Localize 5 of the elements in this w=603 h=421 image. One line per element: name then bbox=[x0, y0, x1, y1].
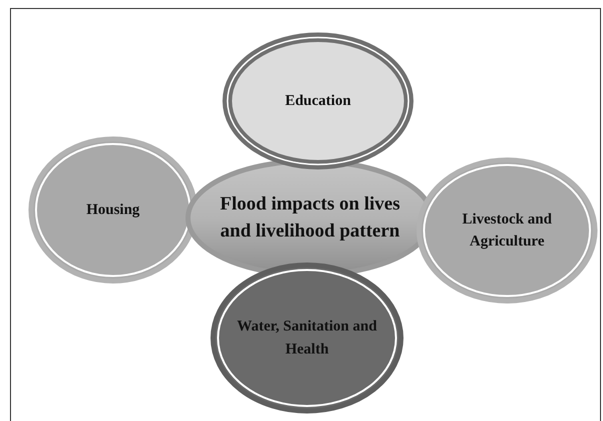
topic-label: Livestock and Agriculture bbox=[461, 210, 553, 252]
topic-label: Education bbox=[284, 92, 352, 111]
topic-label: Water, Sanitation and Health bbox=[236, 318, 378, 359]
central-topic-text: Flood impacts on lives and livelihood pattern bbox=[219, 192, 401, 243]
topic-label: Housing bbox=[85, 200, 141, 220]
